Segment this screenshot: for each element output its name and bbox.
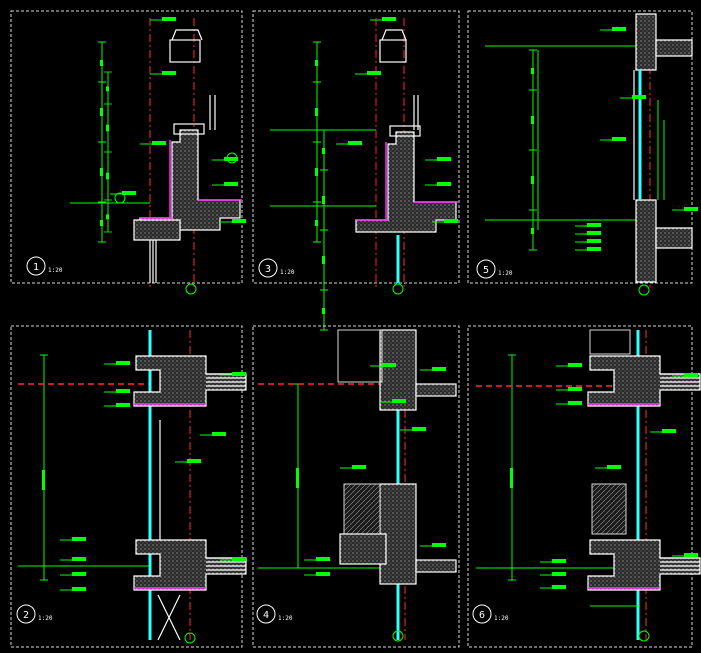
- detail-panel-5: 5 1:20: [467, 10, 699, 296]
- detail-number-4: 4: [263, 610, 269, 621]
- detail-bubble-3: [258, 258, 278, 278]
- detail-scale-6: 1:20: [494, 615, 509, 622]
- detail-panel-1: 1 1:20: [10, 10, 247, 295]
- detail-number-6: 6: [479, 610, 485, 621]
- detail-number-2: 2: [23, 610, 29, 621]
- detail-panel-3: 3 1:20: [252, 10, 460, 331]
- detail-bubble-1: [26, 256, 46, 276]
- detail-panel-2: 2 1:20: [10, 325, 247, 648]
- detail-panel-6: 6 1:20: [467, 325, 701, 648]
- detail-panel-4: 4 1:20: [252, 325, 460, 648]
- detail-number-3: 3: [265, 264, 271, 275]
- detail-bubble-2: [16, 604, 36, 624]
- detail-scale-2: 1:20: [38, 615, 53, 622]
- detail-scale-1: 1:20: [48, 267, 63, 274]
- detail-scale-3: 1:20: [280, 269, 295, 276]
- detail-bubble-4: [256, 604, 276, 624]
- detail-number-5: 5: [483, 265, 489, 276]
- detail-bubble-5: [476, 259, 496, 279]
- detail-bubble-6: [472, 604, 492, 624]
- detail-scale-4: 1:20: [278, 615, 293, 622]
- detail-number-1: 1: [33, 262, 39, 273]
- detail-scale-5: 1:20: [498, 270, 513, 277]
